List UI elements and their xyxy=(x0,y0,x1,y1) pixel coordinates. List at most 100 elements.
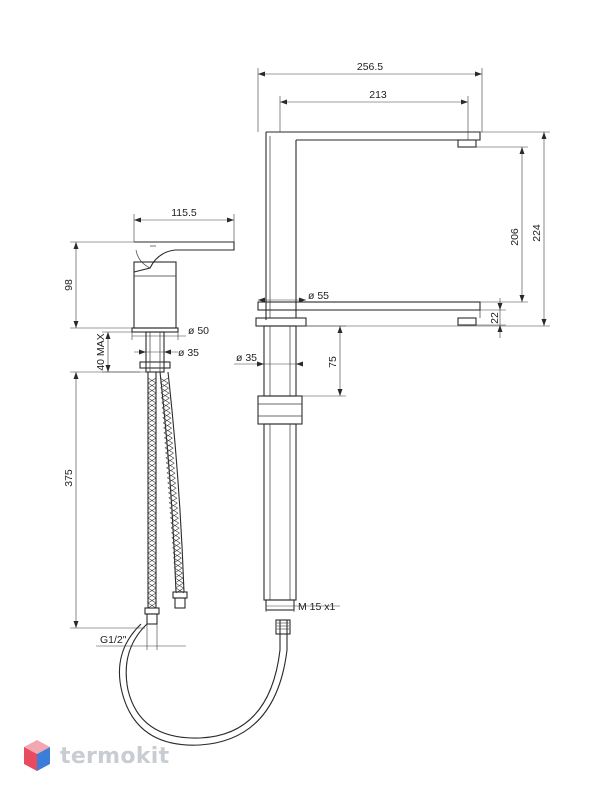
braid-hatch xyxy=(147,492,157,499)
braid-hatch xyxy=(147,572,157,579)
braid-hatch xyxy=(147,507,157,514)
braid-hatch xyxy=(147,597,157,604)
dim-spout-height-2 xyxy=(306,131,550,327)
braid-hatch xyxy=(147,402,157,409)
braid-hatch xyxy=(161,402,171,409)
braid-hatch xyxy=(160,387,169,394)
braid-hatch xyxy=(171,537,181,544)
dim-spout-shank-length-label: 75 xyxy=(327,356,339,368)
dim-spout-shank-diameter xyxy=(234,361,303,367)
braid-hatch xyxy=(173,552,182,559)
braid-hatch xyxy=(167,477,176,484)
pullout-hose xyxy=(125,620,281,739)
dim-base-diameter-label: ø 50 xyxy=(188,325,209,337)
braid-hatch xyxy=(174,567,183,574)
cube-logo-icon xyxy=(24,740,50,771)
dim-shank-diameter xyxy=(134,349,178,355)
braid-hatch xyxy=(147,582,157,589)
braid-hatch xyxy=(147,477,157,484)
braid-hatch xyxy=(165,447,174,454)
braid-hatch xyxy=(147,412,157,419)
braid-hatch xyxy=(160,392,170,399)
braid-hatch xyxy=(164,437,173,444)
braid-hatch xyxy=(147,472,157,479)
dim-hose-length xyxy=(70,371,145,629)
braid-hatch xyxy=(170,512,179,519)
dim-bottom-thread-label: M 15 x1 xyxy=(298,601,336,613)
braid-hatch xyxy=(147,587,157,594)
braid-hatch xyxy=(171,527,180,534)
dim-hose-length-label: 375 xyxy=(63,469,75,487)
braid-hatch xyxy=(147,392,157,399)
watermark-logo: termokit xyxy=(22,736,169,776)
dim-spout-diameter xyxy=(258,297,306,303)
watermark-text: termokit xyxy=(60,743,170,769)
braid-hatch xyxy=(147,542,157,549)
dim-total-width xyxy=(257,68,483,132)
dim-spout-reach xyxy=(279,96,469,140)
braid-hatch xyxy=(166,467,175,474)
braid-hatch xyxy=(163,427,172,434)
dim-spout-shank-diameter-label: ø 35 xyxy=(236,352,257,364)
braid-hatch xyxy=(168,492,177,499)
braid-hatch xyxy=(147,552,157,559)
braid-hatch xyxy=(147,592,157,599)
braid-hatch xyxy=(147,497,157,504)
dim-spout-reach-label: 213 xyxy=(369,89,387,101)
dim-total-width-label: 256.5 xyxy=(357,61,383,73)
braid-hatch xyxy=(147,512,157,519)
braid-hatch xyxy=(172,547,181,554)
braid-hatch xyxy=(147,377,157,384)
braid-hatch xyxy=(162,417,172,424)
braid-hatch xyxy=(147,382,157,389)
braid-hatch xyxy=(162,407,171,414)
spout-shank xyxy=(257,325,303,611)
braid-hatch xyxy=(161,397,170,404)
braid-hatch xyxy=(169,507,178,514)
dim-shank-diameter-label: ø 35 xyxy=(178,347,199,359)
braid-hatch xyxy=(168,487,177,494)
braid-hatch xyxy=(170,522,180,529)
braid-hatch xyxy=(164,442,174,449)
braid-hatch xyxy=(147,567,157,574)
braid-hatch xyxy=(147,437,157,444)
braid-hatch xyxy=(147,422,157,429)
braid-hatch xyxy=(147,562,157,569)
braid-hatch xyxy=(147,602,157,609)
braid-hatch xyxy=(167,482,177,489)
braid-hatch xyxy=(147,427,157,434)
braid-hatch xyxy=(163,422,172,429)
braid-hatch xyxy=(147,547,157,554)
braid-hatch xyxy=(147,557,157,564)
dim-deck-thickness-label: 40 MAX xyxy=(95,333,107,370)
braid-hatch xyxy=(147,462,157,469)
braid-hatch xyxy=(147,387,157,394)
braid-hatch xyxy=(147,522,157,529)
braid-hatch xyxy=(147,502,157,509)
dim-handle-length-label: 115.5 xyxy=(171,207,197,219)
braid-hatch xyxy=(147,397,157,404)
braided-hoses xyxy=(144,371,188,625)
dim-base-diameter xyxy=(131,332,186,340)
braid-hatch xyxy=(147,447,157,454)
braid-hatch xyxy=(160,382,169,389)
mixer-body-side-view xyxy=(131,241,235,333)
dim-spout-height-2-label: 224 xyxy=(531,224,543,242)
braid-hatch xyxy=(165,452,174,459)
braid-hatch xyxy=(165,457,175,464)
braid-hatch xyxy=(167,472,176,479)
braid-hatch xyxy=(170,517,179,524)
dim-spout-height-1-label: 206 xyxy=(509,228,521,246)
braid-hatch xyxy=(172,542,181,549)
braid-hatch xyxy=(147,527,157,534)
braid-hatch xyxy=(147,457,157,464)
dim-hose-thread-label: G1/2" xyxy=(100,634,127,646)
braid-hatch xyxy=(159,377,169,384)
dim-body-height-label: 98 xyxy=(63,279,75,291)
dim-bottom-thread xyxy=(265,600,340,612)
braid-hatch xyxy=(147,532,157,539)
braid-hatch xyxy=(147,537,157,544)
braid-hatch xyxy=(147,467,157,474)
dim-body-height xyxy=(70,241,134,329)
